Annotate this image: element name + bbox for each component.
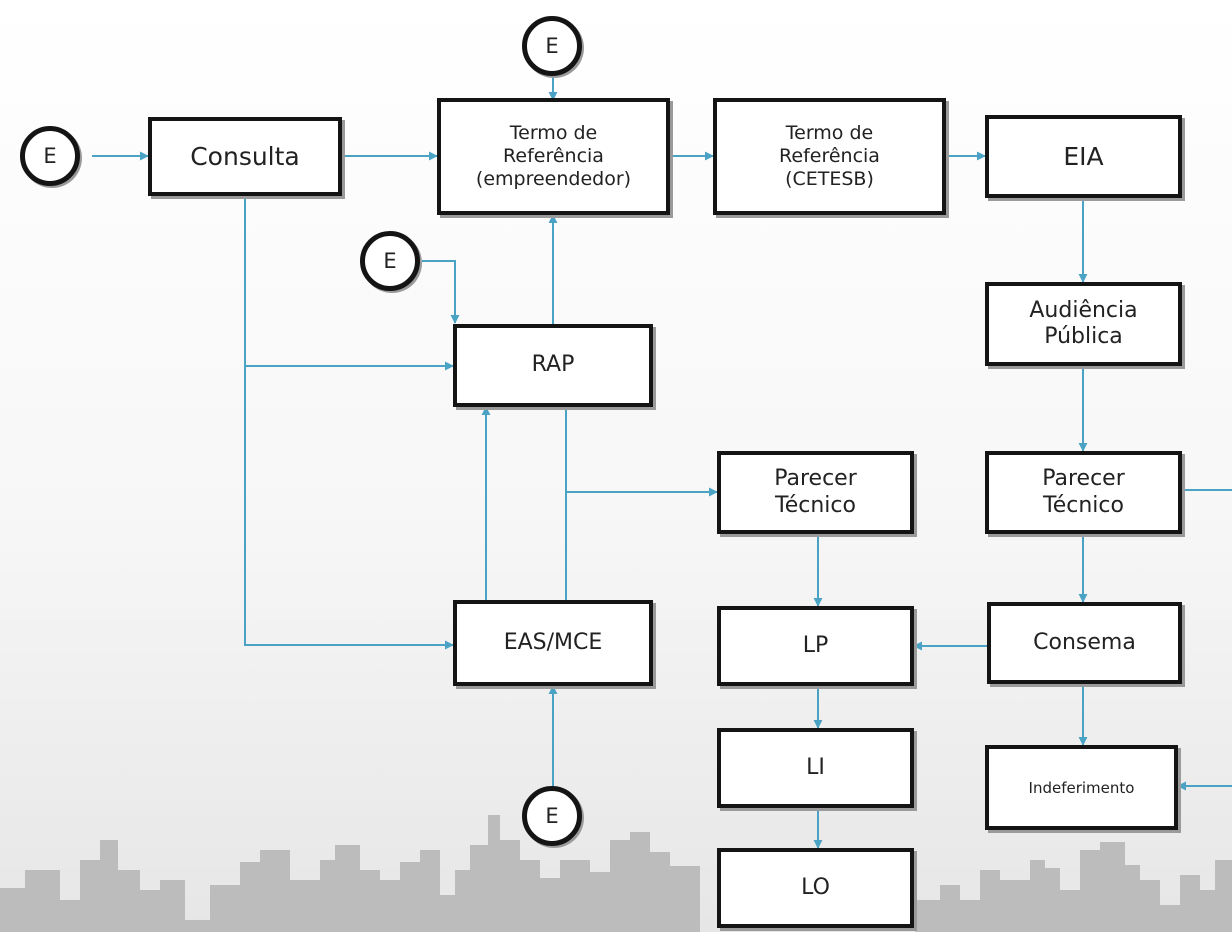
edge-consulta-down-to-eas	[244, 366, 454, 650]
edge-consulta-down-to-rap	[244, 196, 454, 371]
node-audiencia-publica: Audiência Pública	[985, 282, 1182, 366]
entry-circle-bottom: E	[522, 786, 582, 846]
node-lp: LP	[717, 606, 914, 686]
node-consema: Consema	[987, 602, 1182, 684]
node-eas-mce: EAS/MCE	[453, 600, 653, 686]
node-rap: RAP	[453, 324, 653, 407]
edge-entry-mid-to-rap	[422, 260, 460, 324]
node-indeferimento: Indeferimento	[985, 745, 1178, 830]
entry-circle-middle: E	[360, 231, 420, 291]
node-li: LI	[717, 728, 914, 808]
node-eia: EIA	[985, 115, 1182, 198]
node-consulta: Consulta	[148, 117, 342, 196]
node-lo: LO	[717, 848, 914, 928]
node-parecer-tecnico-2: Parecer Técnico	[985, 451, 1182, 534]
entry-circle-top: E	[522, 16, 582, 76]
node-termo-referencia-cetesb: Termo de Referência (CETESB)	[713, 98, 946, 215]
node-termo-referencia-empreendedor: Termo de Referência (empreendedor)	[437, 98, 670, 215]
entry-circle-left: E	[20, 126, 80, 186]
node-parecer-tecnico-1: Parecer Técnico	[717, 451, 914, 534]
